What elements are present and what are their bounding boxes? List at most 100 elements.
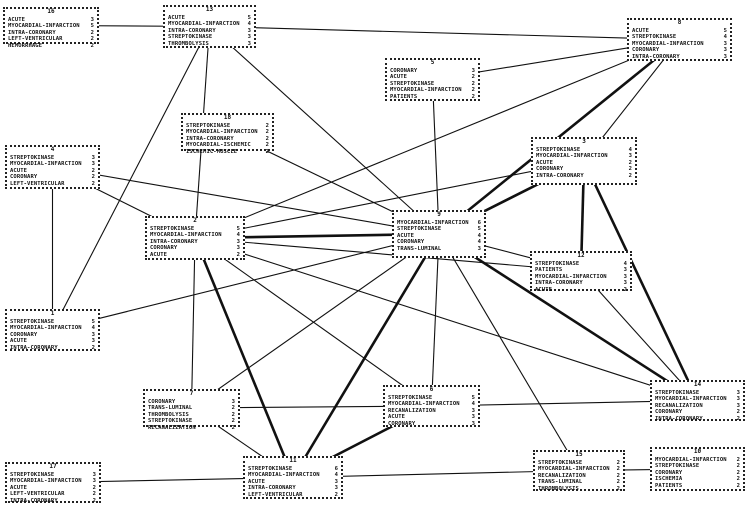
term-word: MYOCARDIAL-INFARCTION (535, 273, 607, 280)
term-count: 2 (236, 251, 240, 258)
term-word: CORONARY (390, 68, 418, 74)
term-word: INTRA-CORONARY (248, 485, 296, 492)
cluster-number: 8 (677, 19, 682, 26)
term-count: 2 (334, 491, 338, 498)
term-count: 2 (471, 93, 475, 100)
term-count: 5 (723, 28, 727, 34)
cluster-number: 4 (50, 146, 55, 153)
term-count: 5 (236, 226, 240, 232)
term-word: INTRA-CORONARY (10, 344, 58, 351)
term-word: STREPTOKINASE (535, 261, 580, 267)
cluster-number: 15 (575, 451, 583, 458)
term-word: MYOCARDIAL-INFARCTION (632, 40, 704, 47)
term-count: 2 (736, 469, 740, 476)
term-word: THROMBOLYSIS (168, 40, 209, 47)
term-word: CORONARY (655, 409, 683, 416)
term-row: ACUTE 2 (150, 252, 240, 258)
cluster-number: 7 (189, 390, 194, 397)
term-row: ACUTE 3 (388, 414, 475, 420)
term-word: INTRA-CORONARY (150, 238, 198, 245)
term-count: 3 (471, 414, 475, 421)
term-count: 3 (628, 153, 632, 160)
term-count: 2 (92, 484, 96, 491)
term-word: MYOCARDIAL-INFARCTION (10, 325, 82, 332)
term-word: ACUTE (388, 414, 406, 421)
term-word: STREPTOKINASE (248, 466, 293, 472)
term-word: ACUTE (390, 74, 408, 81)
term-count: 4 (723, 34, 727, 41)
term-count: 4 (477, 239, 481, 246)
term-count: 2 (90, 36, 94, 43)
term-word: RECANALIZATION (148, 424, 196, 431)
term-word: STREPTOKINASE (10, 472, 55, 478)
term-count: 3 (91, 331, 95, 338)
term-count: 4 (91, 325, 95, 332)
term-word: STREPTOKINASE (390, 80, 435, 87)
term-count: 3 (92, 472, 96, 478)
edge-12-14 (580, 270, 698, 401)
term-row: STREPTOKINASE 3 (10, 472, 96, 478)
term-count: 2 (736, 463, 740, 470)
term-word: MYOCARDIAL-INFARCTION (390, 87, 462, 94)
term-count: 3 (236, 238, 240, 245)
term-count: 3 (247, 40, 251, 47)
edge-9-15 (438, 233, 580, 471)
term-word: STREPTOKINASE (536, 147, 581, 153)
edge-2-3 (194, 160, 585, 239)
term-count: 2 (471, 87, 475, 94)
term-count: 4 (477, 232, 481, 239)
term-word: MYOCARDIAL-INFARCTION (8, 23, 80, 30)
term-count: 3 (247, 34, 251, 41)
term-count: 2 (471, 74, 475, 81)
term-count: 3 (334, 485, 338, 492)
term-count: 4 (628, 147, 632, 153)
term-count: 2 (616, 460, 620, 466)
term-word: MYOCARDIAL-INFARCTION (248, 472, 320, 479)
term-word: CORONARY (536, 166, 564, 173)
term-word: ACUTE (397, 232, 415, 239)
term-row: INTRA-CORONARY 3 (150, 239, 240, 245)
term-count: 6 (477, 220, 481, 226)
term-word: ACUTE (150, 251, 168, 258)
term-word: STREPTOKINASE (632, 34, 677, 41)
term-word: CORONARY (397, 239, 425, 246)
term-word: MYOCARDIAL-INFARCTION (150, 232, 222, 239)
term-count: 2 (231, 424, 235, 431)
term-word: HEMORRHAGE (8, 42, 43, 49)
edge-2-11 (193, 237, 295, 478)
term-count: 3 (723, 53, 727, 60)
term-row: MYOCARDIAL-INFARCTION 4 (10, 325, 95, 331)
